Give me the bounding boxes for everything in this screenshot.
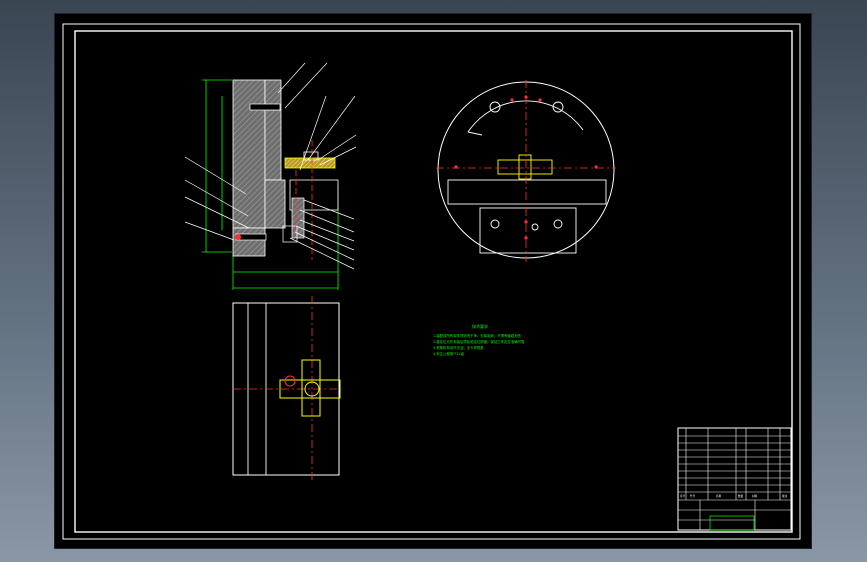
header-code: 代号 (690, 494, 696, 498)
notes-line-2: 2.各定位元件安装后须检验定位精度，保证工件定位准确可靠 (433, 339, 525, 344)
side-view[interactable] (232, 296, 341, 482)
technical-notes: 技术要求 1.装配前所有零件须清洗干净，去除毛刺，不得有磕碰划伤 2.各定位元件… (433, 323, 525, 356)
drawing-border (62, 23, 801, 540)
header-name: 名称 (716, 494, 722, 498)
drawing-canvas[interactable]: 技术要求 1.装配前所有零件须清洗干净，去除毛刺，不得有磕碰划伤 2.各定位元件… (55, 14, 811, 548)
front-section-view[interactable] (184, 62, 357, 290)
header-no: 序号 (680, 494, 686, 498)
header-material: 材料 (752, 494, 758, 498)
notes-line-3: 3.夹紧机构动作灵活，无卡滞现象 (433, 345, 484, 350)
notes-line-1: 1.装配前所有零件须清洗干净，去除毛刺，不得有磕碰划伤 (433, 333, 522, 338)
header-qty: 数量 (738, 494, 744, 498)
notes-title: 技术要求 (472, 323, 488, 329)
circular-plan-view[interactable] (436, 80, 616, 262)
header-remark: 备注 (782, 494, 788, 498)
notes-line-4: 4.未注公差按IT12级 (433, 351, 465, 356)
title-block[interactable]: 序号 代号 名称 数量 材料 备注 (677, 427, 792, 531)
